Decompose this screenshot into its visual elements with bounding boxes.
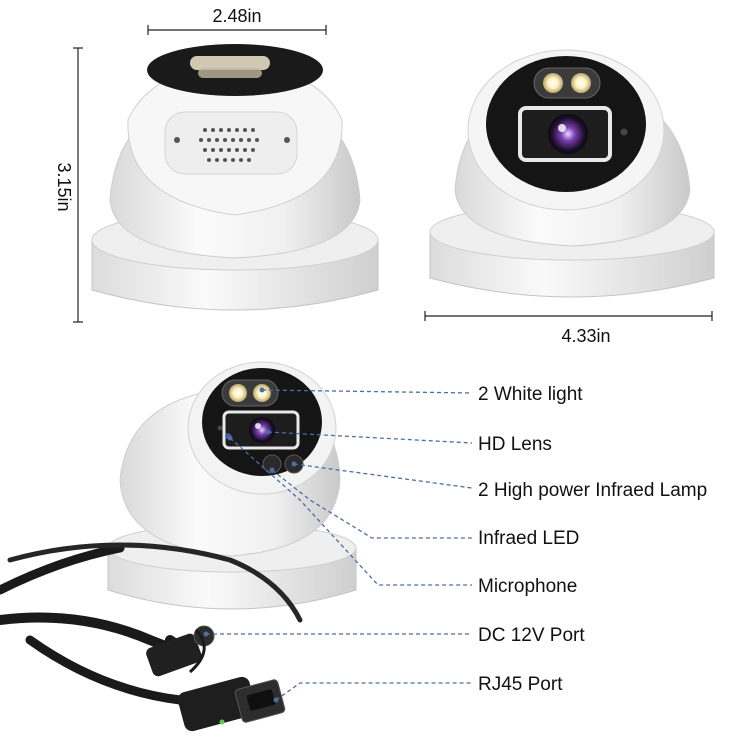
callout-microphone: Microphone xyxy=(478,576,577,597)
callout-rj45-port: RJ45 Port xyxy=(478,674,563,695)
camera-side-view xyxy=(91,44,379,311)
callout-ir-lamp: 2 High power Infraed Lamp xyxy=(478,480,707,501)
dimension-height: 3.15in xyxy=(54,47,83,323)
leader-rj45-port xyxy=(275,682,472,701)
callout-dc-port: DC 12V Port xyxy=(478,625,585,646)
callout-labels: 2 White light HD Lens 2 High power Infra… xyxy=(478,384,707,695)
callout-white-light: 2 White light xyxy=(478,384,583,405)
width-label: 2.48in xyxy=(212,6,261,26)
camera-front-view xyxy=(429,49,715,298)
callout-hd-lens: HD Lens xyxy=(478,434,552,455)
leader-hd-lens xyxy=(267,431,473,444)
depth-label: 4.33in xyxy=(561,326,610,346)
height-label: 3.15in xyxy=(54,162,74,211)
camera-callout-view xyxy=(107,361,357,610)
dimension-width: 2.48in xyxy=(147,6,327,35)
dc-connector xyxy=(146,625,215,677)
callout-ir-led: Infraed LED xyxy=(478,528,579,549)
leader-ir-led xyxy=(271,469,472,539)
callout-leaders xyxy=(206,389,473,701)
rj45-connector xyxy=(177,676,286,732)
dimension-depth: 4.33in xyxy=(424,311,713,346)
leader-ir-lamp xyxy=(293,463,473,489)
leader-microphone xyxy=(229,437,472,586)
leader-white-light xyxy=(261,389,473,394)
